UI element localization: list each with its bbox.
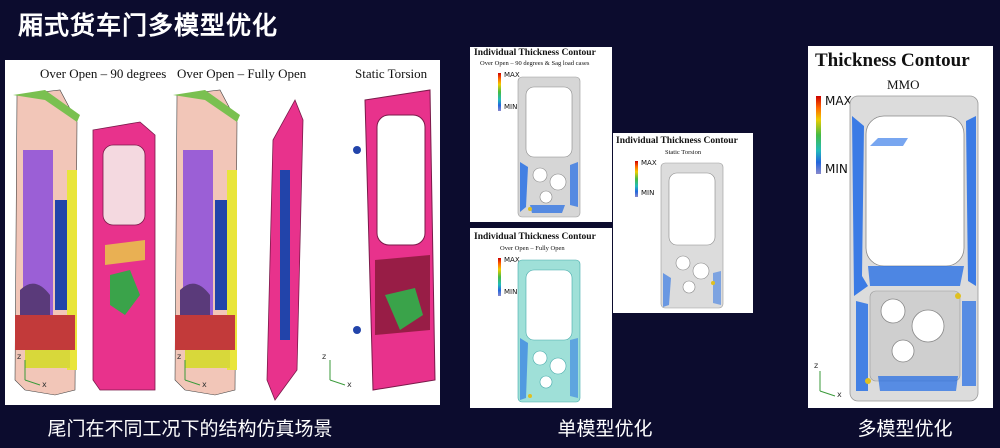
contour-2-legend: MAX MIN (635, 159, 665, 197)
contour-1-panel: Individual Thickness Contour Over Open –… (470, 47, 612, 222)
contour-1-max: MAX (504, 71, 520, 79)
scene-over-open-fully (173, 89, 304, 401)
door-detail-yellow (105, 240, 145, 265)
mmo-axis-z: z (814, 361, 819, 370)
axis-x-label-2: x (202, 380, 207, 389)
caption-single: 单模型优化 (557, 418, 653, 440)
mmo-max: MAX (825, 94, 852, 108)
mmo-panel: Thickness Contour MMO MAX MIN z x (808, 46, 993, 408)
axis-triad-2 (184, 360, 201, 386)
axis-x-label-1: x (42, 380, 47, 389)
green-roof (13, 90, 80, 122)
mmo-door (819, 95, 979, 402)
contour-3-min: MIN (504, 288, 518, 296)
contour-3-door (517, 259, 581, 403)
simulation-illustration (13, 89, 436, 401)
contour-1-min: MIN (504, 103, 518, 111)
mmo-title: Thickness Contour (815, 50, 970, 71)
mmo-subtitle: MMO (887, 77, 920, 92)
caption-multi: 多模型优化 (857, 418, 953, 440)
label-over-open-fully: Over Open – Fully Open (177, 66, 307, 81)
contour-2-max: MAX (641, 159, 657, 167)
mmo-min: MIN (825, 162, 848, 176)
slide-title: 厢式货车门多模型优化 (18, 11, 279, 40)
yellow-post (227, 170, 237, 370)
scene-over-open-90 (13, 89, 156, 396)
contour-2-door (660, 162, 724, 309)
label-over-open-90: Over Open – 90 degrees (40, 66, 167, 81)
contour-1-title: Individual Thickness Contour (474, 48, 596, 58)
bumper-yellow (185, 350, 230, 368)
axis-z-label-3: z (322, 352, 327, 361)
green-roof (173, 90, 240, 122)
contour-3-title: Individual Thickness Contour (474, 232, 596, 242)
door-window (376, 114, 426, 246)
door-window (102, 144, 146, 226)
door-detail (110, 270, 140, 315)
scene-static-torsion (353, 89, 436, 391)
contour-2-min: MIN (641, 189, 655, 197)
label-static-torsion: Static Torsion (355, 66, 428, 81)
blue-panel (215, 200, 227, 310)
blue-panel (55, 200, 67, 310)
mmo-legend: MAX MIN (816, 94, 866, 176)
axis-triad-3 (329, 360, 346, 386)
simulation-panel: Over Open – 90 degrees Over Open – Fully… (5, 60, 440, 405)
axis-z-label-2: z (177, 352, 182, 361)
door-green (385, 288, 423, 330)
axis-x-label-3: x (347, 380, 352, 389)
axis-triad-1 (24, 360, 41, 386)
contour-2-title: Individual Thickness Contour (616, 136, 738, 146)
contour-3-subtitle: Over Open – Fully Open (500, 245, 565, 252)
contour-1-door (517, 76, 581, 218)
contour-2-subtitle: Static Torsion (665, 149, 702, 156)
contour-1-legend: MAX MIN (498, 71, 528, 111)
bumper (15, 315, 75, 350)
hinge-bottom (353, 326, 361, 334)
contour-3-legend: MAX MIN (498, 256, 528, 296)
contour-3-panel: Individual Thickness Contour Over Open –… (470, 228, 612, 408)
hinge-top (353, 146, 361, 154)
contour-3-max: MAX (504, 256, 520, 264)
mmo-axis-x: x (837, 390, 842, 399)
bumper (175, 315, 235, 350)
door-inner-blue (280, 170, 290, 340)
caption-simulation: 尾门在不同工况下的结构仿真场景 (47, 418, 333, 440)
yellow-post (67, 170, 77, 370)
axis-z-label-1: z (17, 352, 22, 361)
contour-1-subtitle: Over Open – 90 degrees & Sag load cases (480, 60, 590, 67)
contour-2-panel: Individual Thickness Contour Static Tors… (613, 133, 753, 313)
bumper-yellow (25, 350, 70, 368)
